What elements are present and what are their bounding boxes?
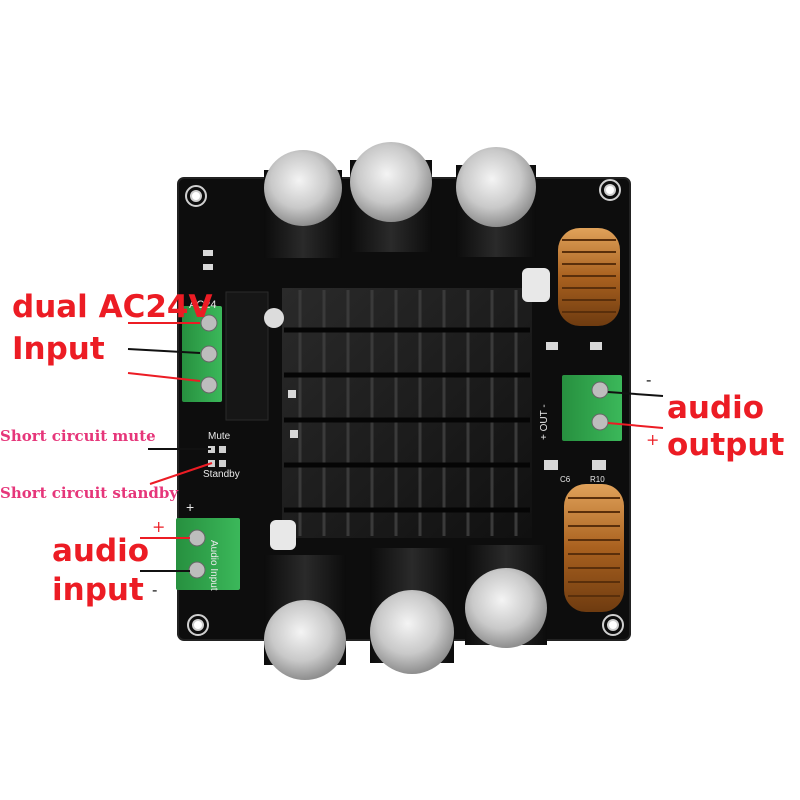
audio-output-plus: + (646, 430, 660, 449)
standby-label: Short circuit standby (0, 484, 179, 502)
audio-input-minus: - (152, 580, 158, 599)
audio-output-minus: - (646, 370, 652, 389)
mounting-holes (185, 179, 624, 636)
power-label-line1: dual AC24V (12, 289, 213, 325)
top-capacitors (264, 142, 536, 258)
bottom-capacitors (264, 545, 547, 680)
smd-components (203, 250, 606, 470)
power-label-line2: Input (12, 331, 105, 367)
silk-out: + OUT - (539, 404, 550, 440)
small-capacitors (264, 268, 550, 550)
silk-ac24: AC24 (189, 299, 217, 311)
silk-c6: C6 (560, 475, 571, 484)
audio-output-terminal (562, 375, 622, 441)
power-terminal (182, 306, 222, 402)
silk-r10: R10 (590, 475, 605, 484)
audio-input-terminal (176, 518, 240, 590)
silk-mute: Mute (208, 431, 231, 442)
mute-label: Short circuit mute (0, 427, 156, 445)
audio-input-label-line1: audio (52, 533, 150, 569)
audio-output-label-line2: output (667, 427, 785, 463)
output-coils (558, 228, 624, 612)
power-ic (225, 291, 269, 421)
heatsink (282, 288, 532, 538)
audio-output-label-line1: audio (667, 390, 765, 426)
silk-audio-input: Audio Input (208, 540, 219, 591)
silk-standby: Standby (203, 469, 240, 480)
pointer-lines (127, 322, 664, 572)
audio-input-plus: + (152, 517, 166, 536)
silk-plus: + (186, 499, 195, 515)
audio-input-label-line2: input (52, 572, 144, 608)
